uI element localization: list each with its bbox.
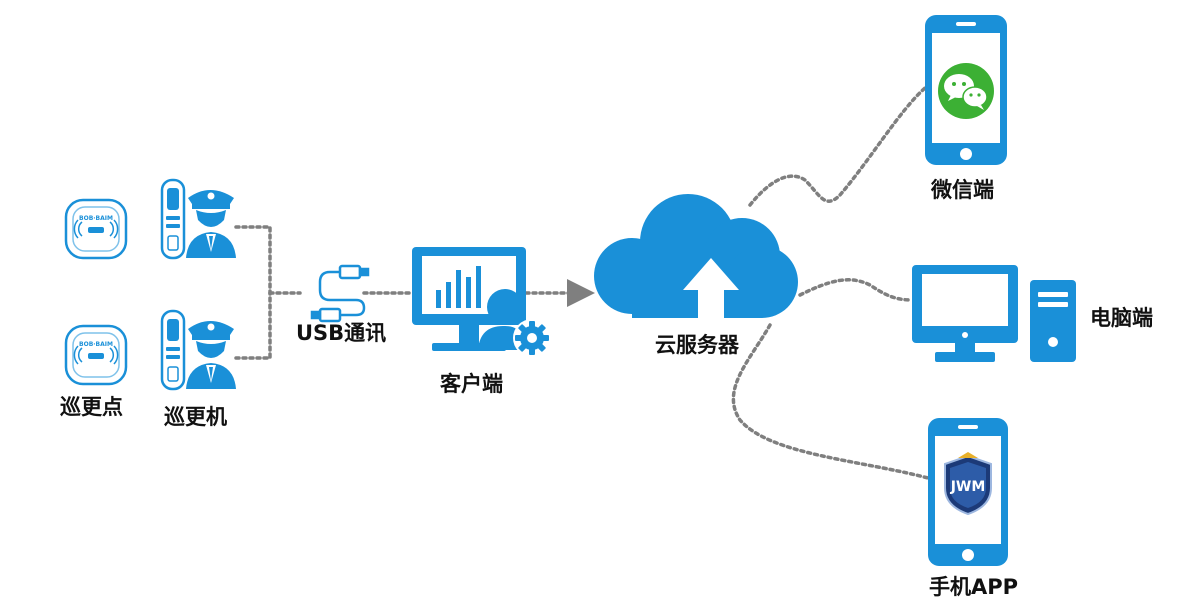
app-logo-text: JWM xyxy=(950,479,986,495)
patrol-machine-label: 巡更机 xyxy=(164,405,227,429)
app-phone-icon: JWM xyxy=(928,418,1008,566)
cloud-server-icon xyxy=(594,194,798,322)
guard-icon xyxy=(186,190,236,258)
wechat-icon xyxy=(938,63,994,119)
cloud-server-label: 云服务器 xyxy=(655,333,739,357)
reader-brand-text: BOB·BAIM xyxy=(79,341,113,348)
patrol-point-icon: BOB·BAIM xyxy=(64,324,128,386)
client-computer-icon xyxy=(412,247,551,357)
client-label: 客户端 xyxy=(440,372,503,396)
guard-icon xyxy=(186,321,236,389)
wechat-label: 微信端 xyxy=(931,178,994,202)
upload-arrow-icon xyxy=(683,258,739,322)
patrol-machine-icon xyxy=(160,309,236,391)
connector-cloud-wechat xyxy=(748,86,927,207)
jwm-shield-logo-icon: JWM xyxy=(944,452,992,516)
patrol-machine-icon xyxy=(160,178,236,260)
patrol-point-label: 巡更点 xyxy=(60,395,123,419)
usb-label: USB通讯 xyxy=(296,321,387,345)
usb-cable-icon xyxy=(310,264,370,323)
connector-machine-top xyxy=(234,225,272,295)
mobile-app-label: 手机APP xyxy=(929,575,1019,599)
pc-icon xyxy=(912,265,1076,362)
connector-machine-bottom xyxy=(234,291,272,360)
reader-brand-text: BOB·BAIM xyxy=(79,215,113,222)
connector-cloud-app xyxy=(731,323,930,480)
patrol-point-icon: BOB·BAIM xyxy=(64,198,128,260)
pc-label: 电脑端 xyxy=(1090,306,1153,330)
wechat-phone-icon xyxy=(925,15,1007,165)
connectors xyxy=(234,86,930,480)
gear-icon xyxy=(513,319,551,357)
connector-cloud-pc xyxy=(798,278,914,302)
